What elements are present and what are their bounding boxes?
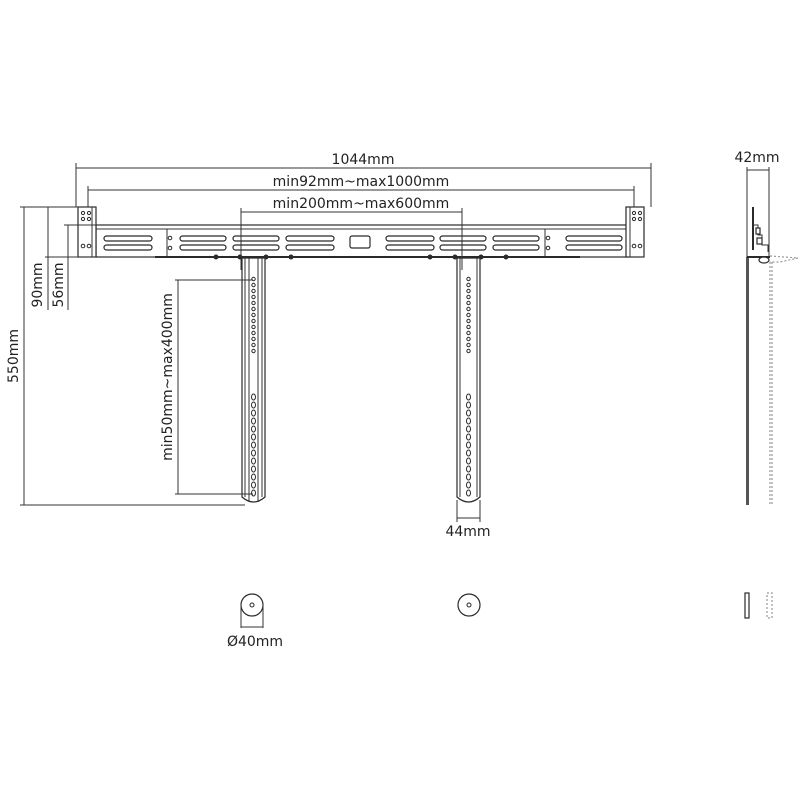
depth-label: 42mm	[734, 150, 779, 166]
dimension-lines	[20, 163, 652, 522]
left-vertical-arm	[241, 257, 266, 503]
bottom-view-left: Ø40mm	[227, 593, 283, 650]
arm-width-label: 44mm	[445, 524, 490, 540]
diameter-label: Ø40mm	[227, 634, 283, 650]
horizontal-bar	[77, 206, 645, 260]
side-view: 42mm	[734, 150, 799, 505]
overall-width-label: 1044mm	[332, 152, 395, 168]
right-vertical-arm	[456, 257, 481, 503]
bar-height-label: 56mm	[51, 262, 67, 307]
bottom-view-side	[744, 592, 773, 619]
vertical-adjust-label: min50mm~max400mm	[160, 293, 176, 461]
arm-spacing-label: min92mm~max1000mm	[273, 174, 450, 190]
dimension-labels: 1044mm min92mm~max1000mm min200mm~max600…	[6, 152, 491, 540]
bottom-view-right	[457, 593, 481, 617]
bracket-height-label: 90mm	[30, 262, 46, 307]
total-height-label: 550mm	[6, 329, 22, 383]
center-spacing-label: min200mm~max600mm	[273, 196, 450, 212]
